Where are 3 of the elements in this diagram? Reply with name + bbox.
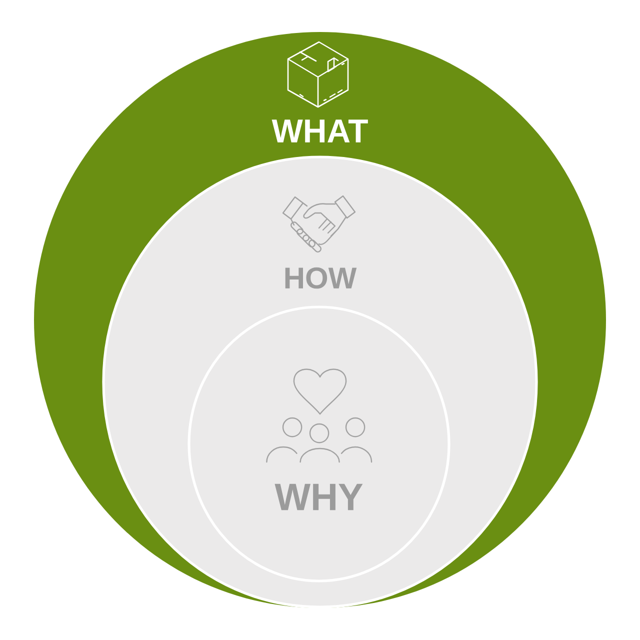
heading: WHAT: [272, 120, 368, 142]
heading: HOW: [285, 267, 357, 289]
heading: WHY: [274, 484, 363, 510]
